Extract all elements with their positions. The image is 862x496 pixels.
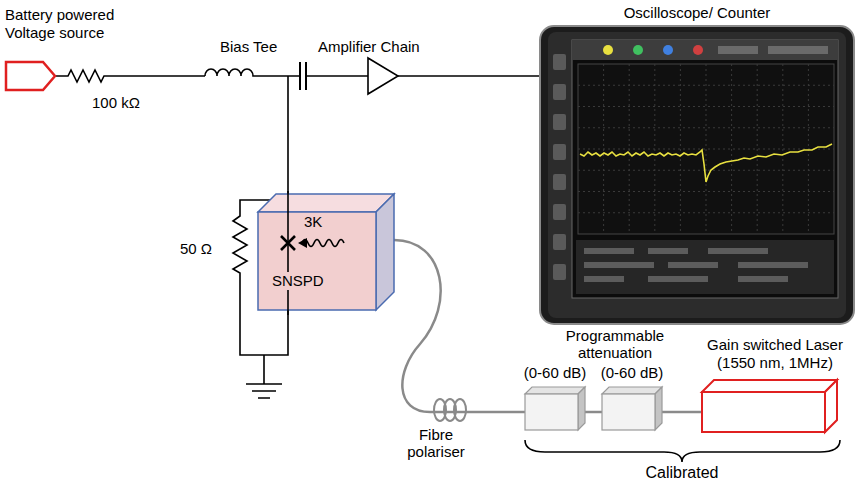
- oscilloscope-shape: [553, 204, 566, 220]
- cryostat-shape: [256, 192, 398, 314]
- oscilloscope-shape: [578, 64, 834, 234]
- oscilloscope-shape: [548, 32, 846, 318]
- oscilloscope-shape: [693, 45, 703, 55]
- circuit-wire: [306, 75, 368, 77]
- source-label: Battery powered Voltage source: [5, 6, 127, 42]
- oscilloscope-shape: [538, 4, 856, 326]
- oscilloscope-shape: [663, 45, 673, 55]
- attenuation-range: (0-60 dB): [520, 364, 590, 382]
- oscilloscope-shape: [576, 240, 834, 294]
- oscilloscope-shape: [768, 46, 828, 54]
- oscilloscope-shape: [584, 248, 634, 254]
- ground-symbol: [246, 355, 282, 398]
- attenuator-shape: [525, 394, 578, 430]
- temperature-label: 3K: [304, 213, 322, 231]
- optical-fibre: [662, 411, 702, 414]
- fibre-polariser-coil: [434, 399, 466, 421]
- oscilloscope-shape: [668, 262, 718, 268]
- laser-source-shape: [702, 380, 837, 392]
- oscilloscope-shape: [553, 84, 566, 100]
- oscilloscope-shape: [553, 114, 566, 130]
- oscilloscope-shape: [584, 248, 808, 282]
- cryostat-shape: [258, 212, 376, 310]
- oscilloscope-shape: [584, 276, 624, 282]
- voltage-source-shape: [6, 62, 55, 90]
- cryostat-shape: [298, 238, 307, 248]
- oscilloscope-shape: [584, 262, 654, 268]
- component-label: Amplifier Chain: [318, 38, 420, 56]
- oscilloscope-shape: [718, 46, 758, 54]
- oscilloscope-shape: [633, 45, 643, 55]
- cryostat-shape: [287, 191, 289, 315]
- oscilloscope-shape: [553, 54, 566, 280]
- cryostat-shape: [258, 194, 394, 212]
- amplifier-symbol: [368, 58, 398, 94]
- oscilloscope-shape: [540, 26, 854, 324]
- oscilloscope-shape: [572, 40, 838, 298]
- oscilloscope-shape: [572, 40, 838, 60]
- cryostat-shape: [281, 236, 295, 250]
- laser-source-shape: [825, 380, 837, 432]
- resistor-value: 100 kΩ: [92, 94, 140, 112]
- attenuator-shape: [578, 387, 585, 430]
- calibrated-brace: [525, 440, 840, 462]
- oscilloscope-shape: [580, 144, 832, 182]
- resistor-symbol: [55, 70, 205, 82]
- fibre-polariser-coil: [454, 399, 466, 421]
- component-label: Bias Tee: [220, 38, 277, 56]
- cryostat-shape: [302, 240, 344, 247]
- oscilloscope-shape: [553, 234, 566, 250]
- circuit-wire: [55, 58, 540, 398]
- laser-source-shape: [702, 392, 825, 432]
- oscilloscope-shape: [553, 54, 566, 70]
- cryostat-shape: [376, 194, 394, 310]
- instrument-label: Oscilloscope/ Counter: [538, 4, 856, 22]
- attenuator: (0-60 dB): [597, 364, 667, 434]
- attenuator-shape: [602, 394, 655, 430]
- attenuator: (0-60 dB): [520, 364, 590, 434]
- laser-label: Gain switched Laser (1550 nm, 1MHz): [700, 336, 850, 372]
- resistor-value: 50 Ω: [180, 240, 212, 258]
- component-label: Programmable attenuation: [560, 327, 670, 361]
- inductor-symbol: [205, 69, 300, 76]
- oscilloscope: Oscilloscope/ Counter: [538, 4, 856, 326]
- oscilloscope-shape: [648, 276, 708, 282]
- capacitor-symbol: [300, 62, 306, 90]
- oscilloscope-shape: [708, 248, 768, 254]
- oscilloscope-shape: [553, 264, 566, 280]
- oscilloscope-shape: [553, 174, 566, 190]
- attenuation-range: (0-60 dB): [597, 364, 667, 382]
- oscilloscope-shape: [553, 144, 566, 160]
- laser-source: Gain switched Laser (1550 nm, 1MHz): [700, 336, 850, 436]
- detector-label: SNSPD: [270, 272, 326, 290]
- voltage-source: Battery powered Voltage source: [3, 6, 128, 92]
- cryostat: 3K SNSPD: [256, 192, 398, 314]
- attenuator-shape: [655, 387, 662, 430]
- circuit-wire: [398, 75, 540, 77]
- component-label: Fibre polariser: [396, 426, 476, 460]
- oscilloscope-shape: [603, 45, 613, 55]
- bracket-label: Calibrated: [632, 464, 732, 482]
- attenuator-shape: [525, 387, 585, 394]
- oscilloscope-shape: [738, 276, 788, 282]
- oscilloscope-shape: [648, 248, 688, 254]
- oscilloscope-shape: [738, 262, 808, 268]
- attenuator-shape: [602, 387, 662, 394]
- oscilloscope-shape: [578, 64, 834, 234]
- optical-fibre: [585, 411, 602, 414]
- optical-fibre: [394, 240, 525, 412]
